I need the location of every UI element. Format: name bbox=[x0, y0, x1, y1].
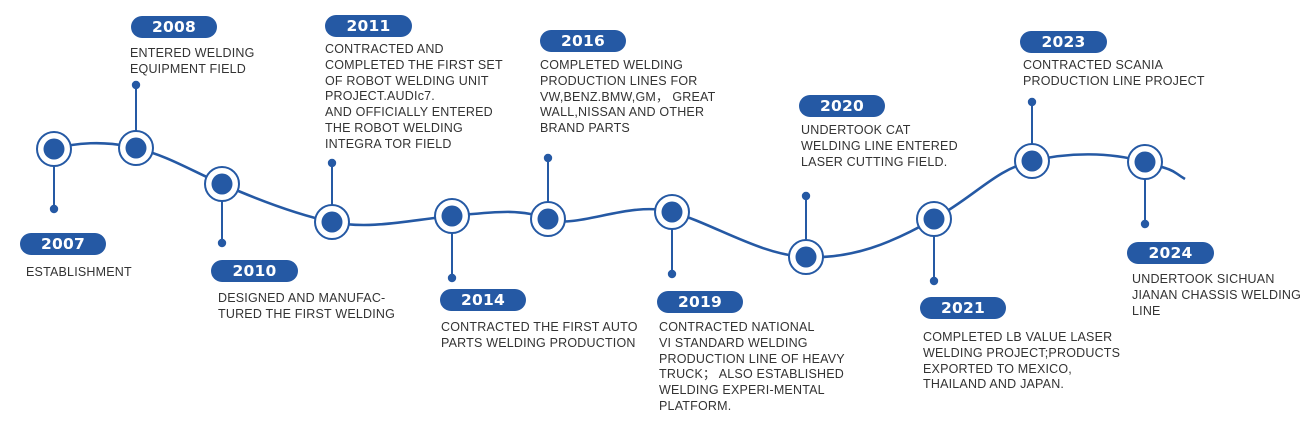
description-line: EXPORTED TO MEXICO, bbox=[923, 361, 1072, 376]
description-line: LINE bbox=[1132, 303, 1161, 318]
description-line: PRODUCTION LINES FOR bbox=[540, 73, 698, 88]
stem-dot bbox=[447, 273, 457, 283]
year-badge: 2023 bbox=[1020, 31, 1107, 53]
stem-dot bbox=[327, 158, 337, 168]
description-line: AND OFFICIALLY ENTERED bbox=[325, 105, 493, 120]
description-line: UNDERTOOK SICHUAN bbox=[1132, 272, 1275, 286]
stem-dot bbox=[49, 204, 59, 214]
description-line: PROJECT.AUDIc7. bbox=[325, 89, 435, 104]
stem-dot bbox=[929, 276, 939, 286]
milestone-node bbox=[1134, 151, 1156, 173]
year-badge: 2020 bbox=[799, 95, 885, 117]
description-line: CONTRACTED SCANIA bbox=[1023, 58, 1164, 72]
milestone-node bbox=[43, 138, 65, 160]
year-badge: 2021 bbox=[920, 297, 1006, 319]
milestone-node bbox=[923, 208, 945, 230]
description-line: WELDING PROJECT;PRODUCTS bbox=[923, 345, 1121, 360]
description-line: PRODUCTION LINE OF HEAVY bbox=[659, 351, 845, 366]
milestone-description: ESTABLISHMENT bbox=[26, 265, 132, 281]
year-badge: 2014 bbox=[440, 289, 526, 311]
description-line: ENTERED WELDING bbox=[130, 46, 255, 60]
year-badge: 2008 bbox=[131, 16, 217, 38]
description-line: CONTRACTED NATIONAL bbox=[659, 320, 815, 334]
description-line: COMPLETED LB VALUE LASER bbox=[923, 330, 1113, 344]
milestone-node bbox=[321, 211, 343, 233]
year-badge: 2024 bbox=[1127, 242, 1214, 264]
description-line: VW,BENZ.BMW,GM， GREAT bbox=[540, 89, 716, 104]
year-badge: 2019 bbox=[657, 291, 743, 313]
milestone-node bbox=[661, 201, 683, 223]
description-line: THAILAND AND JAPAN. bbox=[923, 377, 1065, 392]
stem-dot bbox=[1140, 219, 1150, 229]
description-line: WELDING EXPERI-MENTAL bbox=[659, 383, 825, 398]
description-line: COMPLETED WELDING bbox=[540, 58, 683, 72]
description-line: ESTABLISHMENT bbox=[26, 265, 132, 279]
description-line: PLATFORM. bbox=[659, 398, 732, 413]
year-badge: 2010 bbox=[211, 260, 298, 282]
year-badge: 2011 bbox=[325, 15, 412, 37]
year-badge: 2016 bbox=[540, 30, 626, 52]
description-line: TURED THE FIRST WELDING bbox=[218, 306, 396, 321]
milestone-node bbox=[125, 137, 147, 159]
description-line: CONTRACTED AND bbox=[325, 42, 444, 56]
description-line: WELDING LINE ENTERED bbox=[801, 138, 958, 153]
description-line: PARTS WELDING PRODUCTION bbox=[441, 335, 636, 350]
description-line: LASER CUTTING FIELD. bbox=[801, 154, 948, 169]
description-line: BRAND PARTS bbox=[540, 121, 630, 136]
description-line: JIANAN CHASSIS WELDING bbox=[1132, 287, 1302, 302]
description-line: OF ROBOT WELDING UNIT bbox=[325, 73, 489, 88]
milestone-node bbox=[441, 205, 463, 227]
stem-dot bbox=[667, 269, 677, 279]
description-line: UNDERTOOK CAT bbox=[801, 123, 911, 137]
year-badge: 2007 bbox=[20, 233, 106, 255]
description-line: TRUCK； ALSO ESTABLISHED bbox=[659, 367, 844, 382]
description-line: DESIGNED AND MANUFAC- bbox=[218, 291, 386, 305]
milestone-description: DESIGNED AND MANUFAC-TURED THE FIRST WEL… bbox=[218, 291, 395, 323]
description-line: VI STANDARD WELDING bbox=[659, 335, 808, 350]
stem-dot bbox=[217, 238, 227, 248]
stem-dot bbox=[543, 153, 553, 163]
stem-dot bbox=[801, 191, 811, 201]
description-line: WALL,NISSAN AND OTHER bbox=[540, 105, 705, 120]
description-line: INTEGRA TOR FIELD bbox=[325, 136, 452, 151]
description-line: THE ROBOT WELDING bbox=[325, 120, 463, 135]
milestone-node bbox=[795, 246, 817, 268]
description-line: EQUIPMENT FIELD bbox=[130, 61, 246, 76]
description-line: CONTRACTED THE FIRST AUTO bbox=[441, 320, 638, 334]
stem-dot bbox=[131, 80, 141, 90]
description-line: PRODUCTION LINE PROJECT bbox=[1023, 73, 1205, 88]
milestone-node bbox=[537, 208, 559, 230]
milestone-node bbox=[1021, 150, 1043, 172]
description-line: COMPLETED THE FIRST SET bbox=[325, 57, 503, 72]
stem-dot bbox=[1027, 97, 1037, 107]
milestone-node bbox=[211, 173, 233, 195]
